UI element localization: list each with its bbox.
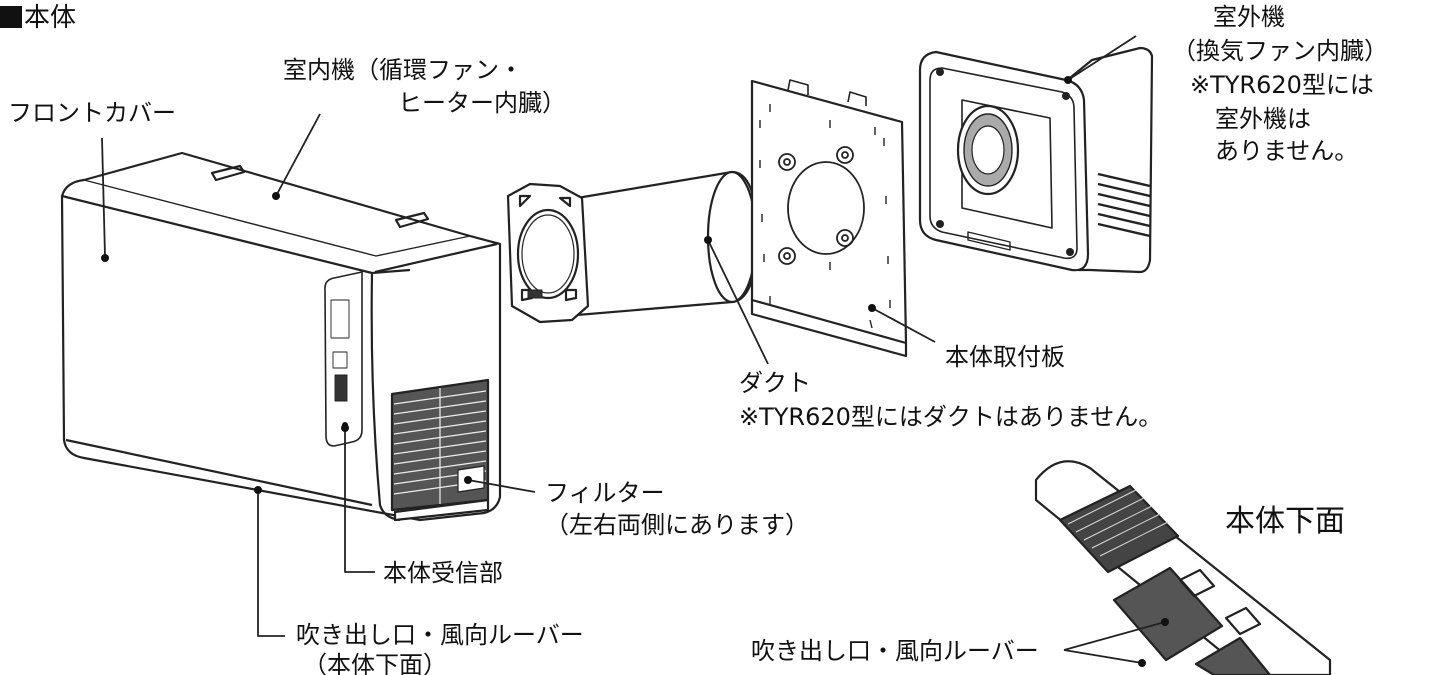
label-filter-note: （左右両側にあります） — [545, 511, 809, 539]
label-outlet-note: （本体下面） — [303, 651, 447, 675]
label-outdoor-note-line1: ※TYR620型には — [1190, 71, 1374, 99]
mounting-plate-drawing — [750, 79, 908, 358]
label-mounting-plate: 本体取付板 — [945, 343, 1065, 371]
label-receiver: 本体受信部 — [383, 559, 503, 587]
label-front-cover: フロントカバー — [8, 99, 176, 127]
square-bullet-icon — [0, 6, 22, 28]
label-duct: ダクト — [739, 369, 811, 397]
label-outdoor-note-line2: 室外機は — [1215, 105, 1311, 133]
label-indoor-unit-line1: 室内機（循環ファン・ — [283, 56, 523, 84]
label-duct-note: ※TYR620型にはダクトはありません。 — [739, 403, 1163, 431]
duct-drawing — [506, 170, 760, 324]
label-outdoor-note-line3: ありません。 — [1215, 137, 1359, 165]
label-outdoor-line2: （換気ファン内臓） — [1172, 37, 1388, 65]
section-header: 本体 — [0, 2, 76, 34]
section-title: 本体 — [24, 3, 77, 33]
indoor-unit-drawing — [60, 151, 502, 522]
label-indoor-unit-line2: ヒーター内臓） — [398, 89, 566, 117]
outdoor-unit-drawing — [918, 46, 1154, 274]
label-bottom-view-title: 本体下面 — [1225, 504, 1345, 539]
label-outlet-bottom: 吹き出し口・風向ルーバー — [751, 637, 1039, 665]
label-outdoor-line1: 室外機 — [1213, 3, 1285, 31]
label-outlet: 吹き出し口・風向ルーバー — [296, 621, 584, 649]
leader-lines — [101, 35, 1166, 664]
bottom-view-drawing — [1034, 460, 1332, 675]
label-filter: フィルター — [545, 479, 665, 507]
